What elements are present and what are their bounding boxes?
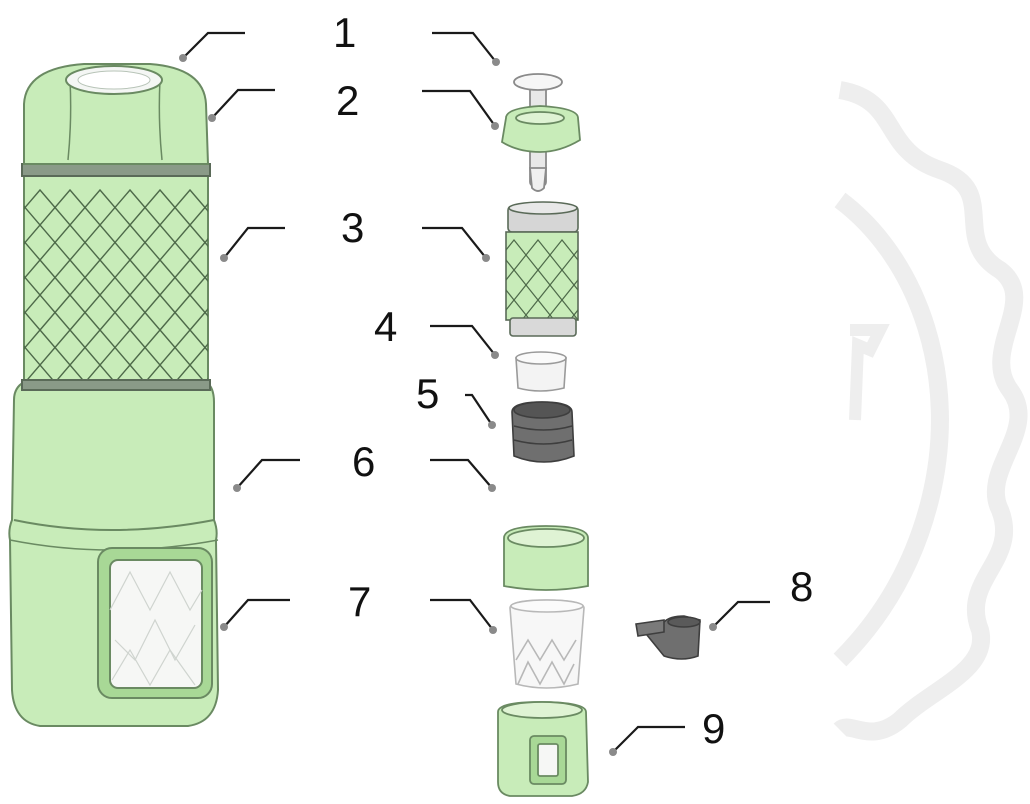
part-4-cup <box>515 351 567 392</box>
callout-number-6: 6 <box>352 438 376 485</box>
callout-number-8: 8 <box>790 563 814 610</box>
part-2-cap <box>501 105 581 153</box>
callout-number-2: 2 <box>336 77 360 124</box>
part-9-base <box>497 701 589 797</box>
watermark-gear <box>833 81 1028 741</box>
part-3-sleeve <box>505 201 579 337</box>
callout-number-1: 1 <box>333 9 357 56</box>
callout-number-5: 5 <box>416 370 440 417</box>
part-6-collar <box>503 525 589 591</box>
callout-number-7: 7 <box>348 578 372 625</box>
callout-number-4: 4 <box>374 303 398 350</box>
leader-lines <box>182 31 770 753</box>
callout-number-9: 9 <box>702 705 726 752</box>
part-7-cup <box>509 599 585 689</box>
callout-number-3: 3 <box>341 204 365 251</box>
part-5-ring <box>511 401 575 463</box>
part-8-scoop <box>635 615 701 660</box>
callout-dots <box>179 54 717 756</box>
assembled-device <box>8 63 220 727</box>
